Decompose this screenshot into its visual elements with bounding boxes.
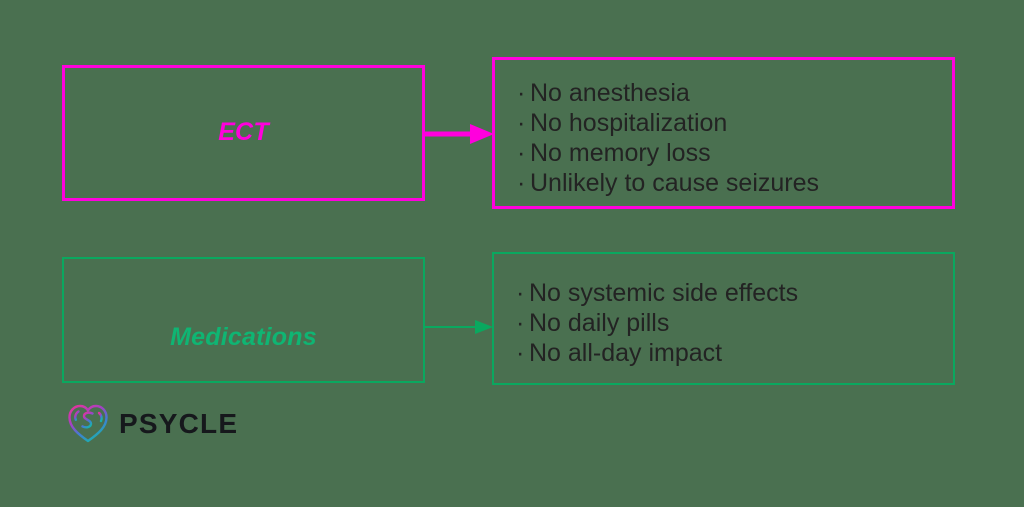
list-item: · Unlikely to cause seizures [517, 168, 819, 198]
list-item: · No hospitalization [517, 108, 819, 138]
list-item-label: No anesthesia [530, 79, 690, 107]
medications-label-box: Medications [62, 257, 425, 383]
medications-label: Medications [170, 322, 317, 351]
list-item: · No all-day impact [516, 338, 798, 368]
list-item-label: No all-day impact [529, 339, 723, 367]
ect-label: ECT [218, 117, 269, 146]
ect-benefits-list: · No anesthesia · No hospitalization · N… [517, 78, 819, 198]
list-item-label: No daily pills [529, 309, 670, 337]
list-item: · No systemic side effects [516, 278, 798, 308]
list-item: · No anesthesia [517, 78, 819, 108]
bullet-icon: · [517, 79, 526, 107]
list-item-label: No hospitalization [530, 109, 728, 137]
brand-wordmark: PSYCLE [119, 408, 239, 439]
bullet-icon: · [516, 279, 525, 307]
arrow-ect-to-benefits [425, 124, 494, 144]
medications-benefits-list: · No systemic side effects · No daily pi… [516, 278, 798, 368]
list-item-label: Unlikely to cause seizures [530, 169, 820, 197]
bullet-icon: · [517, 169, 526, 197]
list-item-label: No systemic side effects [529, 279, 799, 307]
arrow-medications-to-benefits [425, 320, 493, 334]
ect-benefits-box: · No anesthesia · No hospitalization · N… [492, 57, 955, 209]
list-item: · No memory loss [517, 138, 819, 168]
ect-label-box: ECT [62, 65, 425, 201]
bullet-icon: · [516, 339, 525, 367]
brand-logo: PSYCLE [66, 402, 238, 444]
list-item: · No daily pills [516, 308, 798, 338]
list-item-label: No memory loss [530, 139, 711, 167]
bullet-icon: · [516, 309, 525, 337]
brain-heart-icon [68, 404, 108, 443]
bullet-icon: · [517, 139, 526, 167]
bullet-icon: · [517, 109, 526, 137]
medications-benefits-box: · No systemic side effects · No daily pi… [492, 252, 955, 385]
